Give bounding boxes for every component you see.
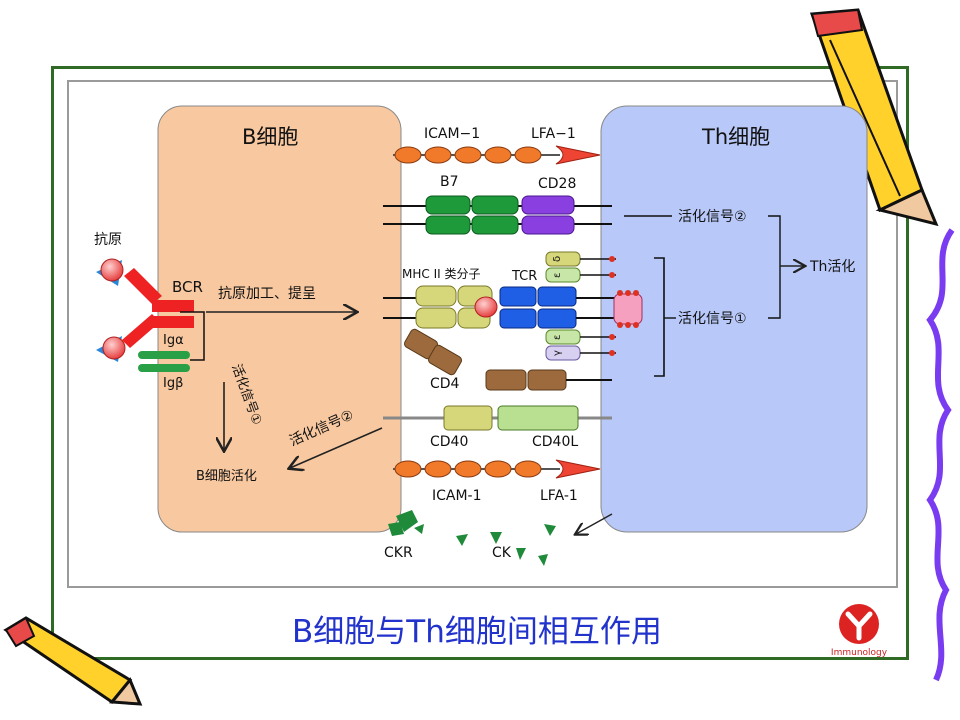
ig-beta-label: Igβ bbox=[163, 376, 183, 391]
slide-caption: B细胞与Th细胞间相互作用 bbox=[292, 614, 662, 650]
lfa1-top-label: LFA−1 bbox=[531, 126, 576, 142]
antigen-label: 抗原 bbox=[94, 232, 122, 248]
ckr-label: CKR bbox=[384, 545, 413, 561]
cd3-chains-bottom bbox=[545, 329, 616, 361]
ig-alpha-label: Igα bbox=[163, 333, 184, 348]
squiggle-decoration bbox=[926, 228, 955, 682]
signal2-arrow bbox=[290, 427, 383, 468]
cd3-chains-top bbox=[545, 251, 616, 283]
icam1-top-label: ICAM−1 bbox=[424, 126, 480, 142]
cd4-molecule bbox=[403, 328, 567, 391]
ig-beta-bar bbox=[138, 364, 190, 372]
b7-label: B7 bbox=[440, 174, 459, 190]
tcr-label: TCR bbox=[511, 269, 537, 284]
icam1-beads-bottom bbox=[394, 460, 542, 478]
antigen-icon-bottom bbox=[96, 336, 126, 362]
lfa1-top bbox=[555, 145, 601, 165]
cd3-epsilon-top-label: ε bbox=[552, 273, 563, 278]
pencil-icon-top-right bbox=[809, 8, 939, 227]
th-cell-title: Th细胞 bbox=[701, 125, 770, 149]
immunology-logo: Immunology bbox=[831, 604, 888, 658]
ck-cytokines bbox=[456, 524, 556, 566]
logo-text: Immunology bbox=[831, 648, 888, 658]
cd40-molecule bbox=[443, 405, 493, 431]
cd3-delta-label: δ bbox=[552, 256, 563, 262]
ig-alpha-bar bbox=[138, 351, 190, 359]
cd4-label: CD4 bbox=[430, 376, 460, 392]
cd40-label: CD40 bbox=[430, 434, 468, 450]
cd40l-molecule bbox=[497, 405, 579, 431]
peptide-antigen bbox=[474, 296, 498, 318]
b-cell-title: B细胞 bbox=[242, 125, 298, 149]
signal1-right-label: 活化信号① bbox=[678, 311, 747, 327]
ck-release-arrow bbox=[576, 513, 613, 534]
th-activation-label: Th活化 bbox=[809, 259, 855, 275]
lfa1-bottom bbox=[555, 459, 601, 479]
bcr-receptor bbox=[122, 268, 194, 348]
processing-label: 抗原加工、提呈 bbox=[218, 286, 316, 302]
ckr-receptor bbox=[388, 510, 424, 536]
bcr-label: BCR bbox=[172, 278, 203, 296]
b7-molecule bbox=[425, 195, 519, 235]
antigen-icon-top bbox=[96, 258, 124, 286]
icam1-bottom-label: ICAM-1 bbox=[432, 488, 482, 504]
tcr-molecule bbox=[499, 286, 577, 329]
cd28-molecule bbox=[521, 195, 575, 235]
pencil-icon-bottom-left bbox=[3, 616, 143, 706]
mhc-label: MHC II 类分子 bbox=[402, 267, 480, 281]
itam-zeta-chain bbox=[613, 290, 643, 328]
icam1-beads-top bbox=[394, 146, 542, 164]
ck-label: CK bbox=[492, 545, 512, 561]
cd3-epsilon-bottom-label: ε bbox=[552, 335, 563, 340]
lfa1-bottom-label: LFA-1 bbox=[540, 488, 578, 504]
b-activation-label: B细胞活化 bbox=[196, 469, 257, 484]
b-cell bbox=[157, 105, 402, 533]
cd40l-label: CD40L bbox=[532, 434, 578, 450]
cd28-label: CD28 bbox=[538, 176, 576, 192]
signal2-right-label: 活化信号② bbox=[678, 209, 747, 225]
cd3-gamma-label: γ bbox=[552, 350, 563, 356]
